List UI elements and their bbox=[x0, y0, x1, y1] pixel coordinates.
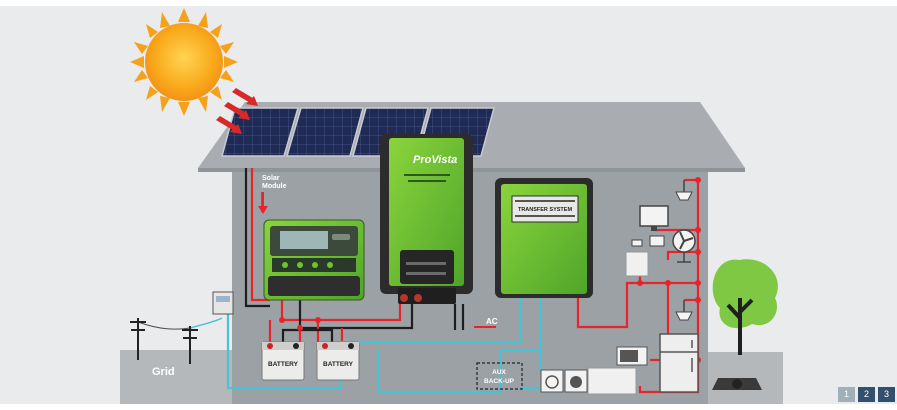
aux-backup-label-line2: BACK-UP bbox=[484, 378, 515, 385]
wire-battery-red bbox=[280, 292, 402, 322]
grid-pylon-icon bbox=[130, 318, 198, 364]
sun-icon bbox=[130, 8, 238, 116]
lamp-icon bbox=[675, 180, 693, 321]
grid-ground bbox=[120, 350, 232, 404]
battery-icon bbox=[261, 341, 360, 381]
wire-junctions bbox=[279, 177, 701, 363]
microwave-icon bbox=[616, 346, 648, 366]
generator-icon bbox=[712, 378, 762, 390]
phone-icon bbox=[631, 239, 643, 247]
washing-machine-icon bbox=[540, 369, 588, 393]
tablet-icon bbox=[649, 235, 665, 247]
fridge-icon bbox=[659, 333, 699, 393]
battery-1-label: BATTERY bbox=[268, 361, 299, 368]
tree-icon bbox=[712, 259, 778, 355]
transfer-system-label: TRANSFER SYSTEM bbox=[518, 207, 573, 213]
solar-arrow bbox=[258, 192, 268, 214]
cabinet-icon bbox=[587, 367, 637, 395]
wire-solar-black bbox=[244, 168, 270, 308]
speaker-icon bbox=[625, 251, 649, 277]
solar-module-label-line2: Module bbox=[262, 183, 287, 190]
ac-label: AC bbox=[486, 317, 498, 326]
fan-icon bbox=[672, 229, 696, 263]
transfer-system bbox=[495, 178, 593, 298]
monitor-icon bbox=[639, 205, 669, 231]
page-1-button[interactable]: 1 bbox=[838, 387, 855, 402]
grid-label: Grid bbox=[152, 366, 175, 378]
page-2-button[interactable]: 2 bbox=[858, 387, 875, 402]
inverter-brand: ProVista bbox=[413, 154, 457, 166]
aux-backup-label-line1: AUX bbox=[492, 369, 506, 376]
solar-module-label-line1: Solar bbox=[262, 175, 280, 182]
inverter-fine-print bbox=[404, 174, 450, 182]
page-3-button[interactable]: 3 bbox=[878, 387, 895, 402]
charge-controller bbox=[263, 219, 365, 301]
battery-2-label: BATTERY bbox=[323, 361, 354, 368]
meter-icon bbox=[212, 291, 234, 315]
aux-backup-box bbox=[476, 362, 523, 390]
wire-solar-red bbox=[250, 168, 270, 302]
sun-ray-arrows bbox=[216, 88, 258, 134]
